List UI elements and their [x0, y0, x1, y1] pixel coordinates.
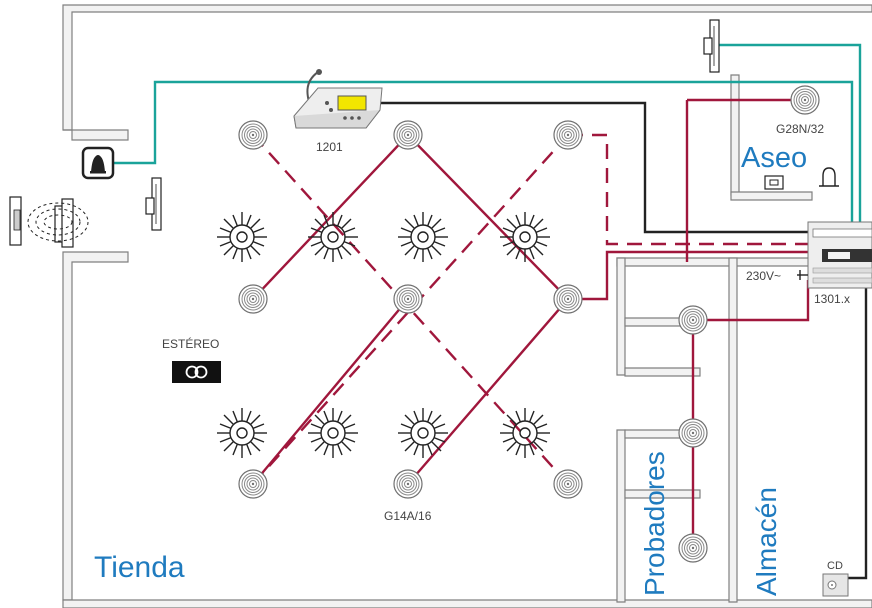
ceiling-speaker-icon	[238, 469, 268, 499]
switch-icon	[764, 175, 784, 190]
control-cables	[378, 101, 868, 580]
wall-top	[62, 4, 872, 131]
speaker-model-label: G14A/16	[384, 509, 432, 523]
sprinkler-icon	[216, 407, 268, 459]
ceiling-speaker-icon	[678, 418, 708, 448]
stereo-label: ESTÉREO	[162, 336, 219, 351]
cd-player-icon	[822, 573, 849, 597]
bell-icon	[81, 146, 115, 180]
wall-toilet-left	[730, 74, 740, 196]
wall-left-upper	[63, 129, 129, 141]
ceiling-speaker-icon	[393, 469, 423, 499]
wall-divider-top	[616, 257, 813, 267]
sprinkler-icon	[397, 211, 449, 263]
sprinkler-icon	[397, 407, 449, 459]
mains-plug-icon	[797, 270, 808, 280]
ceiling-speaker-icon	[393, 284, 423, 314]
wall-fitting-left-lower	[616, 429, 626, 603]
ceiling-speaker-icon	[678, 305, 708, 335]
door-contact-icon	[703, 19, 720, 73]
ceiling-speaker-icon	[553, 284, 583, 314]
room-label-store: Tienda	[94, 551, 185, 584]
room-label-toilet: Aseo	[741, 142, 807, 174]
ceiling-speaker-icon	[790, 85, 820, 115]
sprinkler-icon	[307, 211, 359, 263]
lamp-icon	[819, 167, 839, 187]
sprinkler-icon	[499, 211, 551, 263]
stereo-icon	[172, 361, 221, 383]
amplifier-icon	[807, 221, 872, 289]
door-contact-icon	[145, 177, 162, 231]
wall-bottom	[62, 599, 872, 608]
console-label: 1201	[316, 140, 343, 154]
sprinkler-icon	[307, 407, 359, 459]
wall-left-lower	[62, 251, 129, 601]
speaker-cables-solid	[252, 98, 810, 548]
ceiling-speaker-icon	[393, 120, 423, 150]
ceiling-speaker-icon	[238, 284, 268, 314]
mains-label: 230V~	[746, 269, 781, 283]
wall-fitting-left	[616, 257, 626, 376]
stub-4	[624, 489, 701, 499]
ceiling-speaker-icon	[553, 469, 583, 499]
sprinkler-icon	[216, 211, 268, 263]
door-cables	[113, 43, 862, 222]
amplifier-label: 1301.x	[814, 292, 850, 306]
room-label-storage: Almacén	[751, 487, 782, 596]
ceiling-speaker-icon	[678, 533, 708, 563]
sprinklers	[216, 211, 551, 459]
toilet-speaker-label: G28N/32	[776, 122, 824, 136]
wall-storage-left	[728, 257, 738, 603]
cd-label: CD	[827, 560, 843, 572]
microphone-console-icon	[293, 69, 383, 129]
room-label-fitting: Probadores	[639, 451, 670, 596]
stub-2	[624, 367, 701, 377]
walls	[62, 4, 872, 608]
wall-toilet-bottom	[730, 191, 813, 201]
intrusion-sensor-icon	[9, 196, 89, 248]
sprinkler-icon	[499, 407, 551, 459]
ceiling-speaker-icon	[553, 120, 583, 150]
ceiling-speaker-icon	[238, 120, 268, 150]
